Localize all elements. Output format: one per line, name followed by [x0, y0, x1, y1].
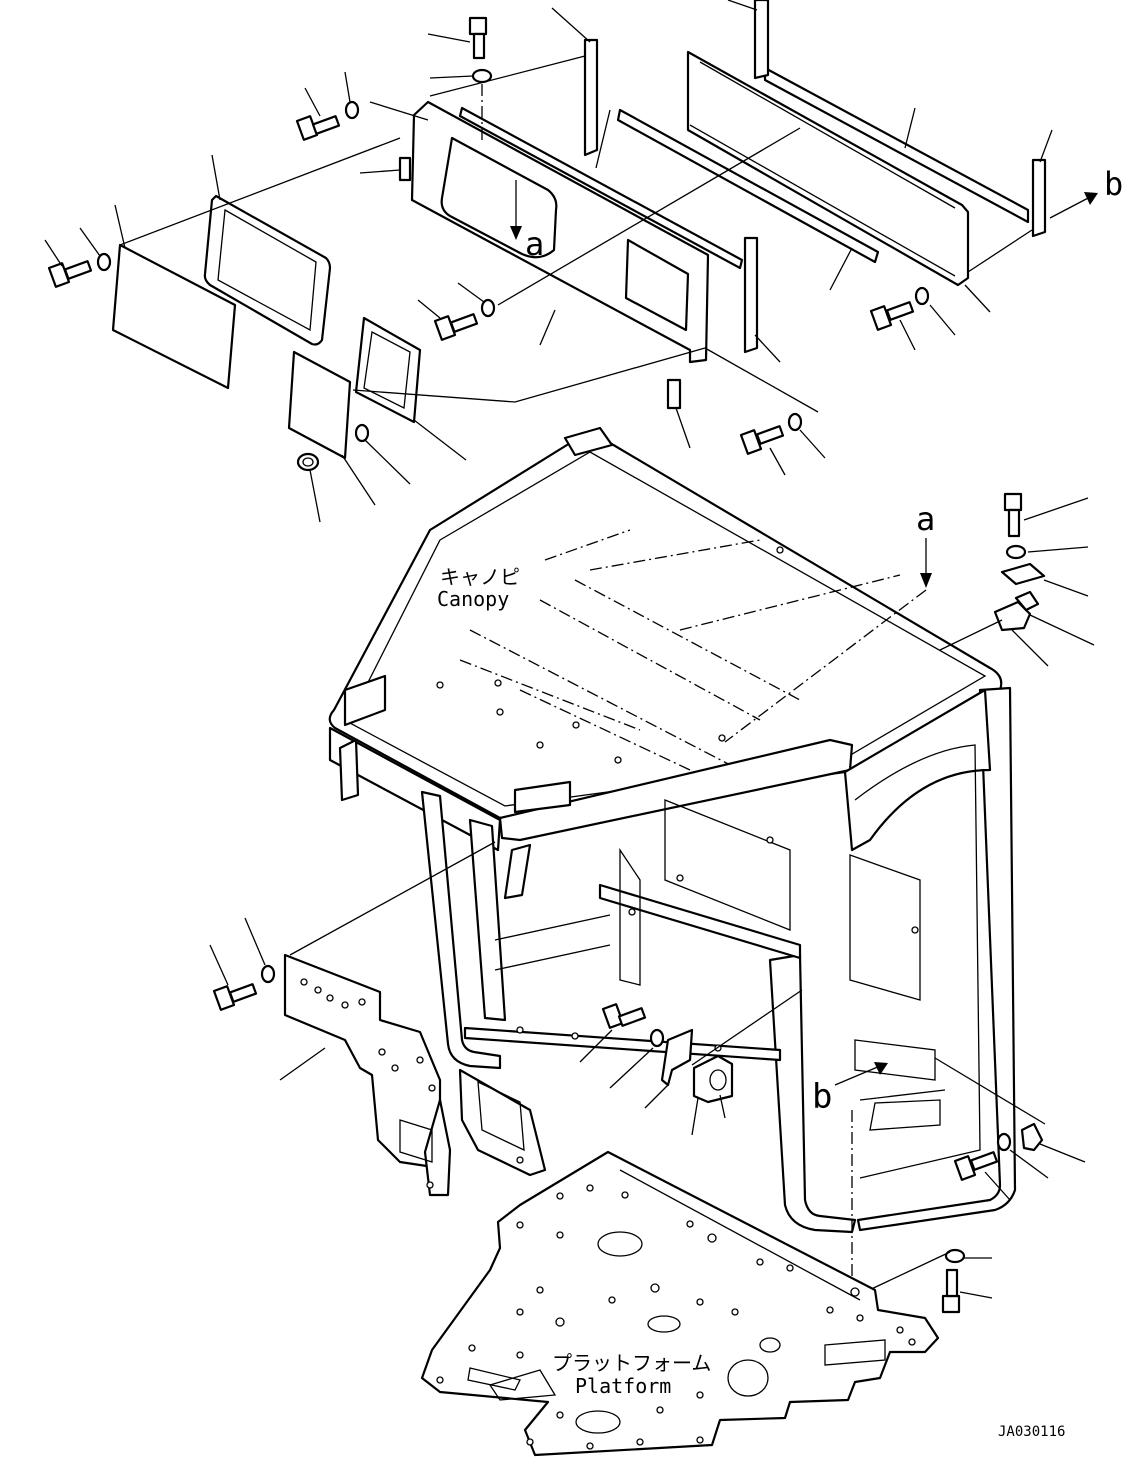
- bolt-platform: [941, 1268, 961, 1314]
- roof-hole: [718, 734, 726, 742]
- canopy-right-fasteners: [939, 492, 1095, 667]
- bolt-canopy-right: [1003, 492, 1023, 512]
- ref-label-b-right: b: [1104, 165, 1123, 203]
- clip-latch: [993, 600, 1032, 632]
- mount-side-bracket: [458, 1068, 547, 1177]
- platform-label-en: Platform: [575, 1374, 671, 1398]
- canopy-front-post-left: [768, 953, 857, 1234]
- roof-hole: [436, 681, 444, 689]
- strip-bracket-top: [753, 0, 770, 80]
- lower-cross-tube: [463, 1026, 782, 1062]
- top-corner-block: [563, 426, 614, 457]
- washer-lower-right: [996, 1132, 1012, 1152]
- large-gasket: [203, 194, 332, 346]
- canopy-front-post-right: [856, 686, 1017, 1232]
- canopy-label-en: Canopy: [437, 587, 509, 611]
- nut-left: [296, 452, 320, 472]
- washer-platform: [944, 1248, 966, 1264]
- frame-hole: [676, 874, 684, 882]
- bolt-right-top: [869, 301, 915, 331]
- washer-mid: [480, 298, 496, 318]
- bolt-clamp: [601, 1003, 647, 1029]
- leader-lines-top: [44, 0, 1053, 523]
- ref-arrow-b-right: b: [1049, 165, 1123, 219]
- center-clamp-fasteners: [579, 989, 803, 1136]
- bolt-left-2: [47, 260, 93, 288]
- long-angle-strip: [616, 108, 880, 264]
- canopy-rear-post-right: [468, 818, 507, 1022]
- washer-center-lower: [787, 412, 803, 432]
- panel-small-hatch: [624, 238, 690, 332]
- washer-left-1: [344, 100, 360, 120]
- top-fasteners: [47, 16, 930, 472]
- drawing-id: JA030116: [998, 1424, 1065, 1440]
- washer-canopy-right: [1005, 544, 1027, 560]
- clip-plate: [1000, 562, 1046, 586]
- platform-label-jp: プラットフォーム: [552, 1351, 711, 1375]
- washer-top-1: [471, 68, 493, 84]
- right-long-cover: [686, 50, 970, 287]
- large-cover-plate: [111, 243, 237, 390]
- strip-bracket-right: [1031, 158, 1047, 238]
- small-cover-plate: [287, 350, 352, 460]
- bolt-center-lower: [739, 425, 785, 455]
- washer-left-2: [96, 252, 112, 272]
- ref-arrow-a-top: a: [510, 180, 544, 263]
- washer-small-cover: [354, 423, 370, 443]
- left-lever: [338, 738, 360, 802]
- rear-cross-tube: [598, 883, 802, 960]
- frame-hole: [766, 836, 774, 844]
- front-link: [503, 843, 532, 900]
- small-gasket: [354, 316, 422, 424]
- left-mount-bracket: [209, 841, 547, 1197]
- left-bracket: [343, 674, 387, 727]
- lower-right-fasteners: [851, 1057, 1086, 1314]
- panel-window-opening: [440, 136, 558, 259]
- frame-hole: [911, 926, 919, 934]
- platform-outline: [420, 1150, 940, 1457]
- clip-lower-right: [1020, 1122, 1044, 1152]
- bolt-lower-right: [953, 1151, 999, 1181]
- bolt-mid: [433, 313, 479, 341]
- platform-opening: [597, 1231, 643, 1257]
- top-panel-strip: [458, 106, 744, 270]
- panel-clip: [666, 378, 682, 410]
- canopy-left-frame: [328, 726, 502, 852]
- canopy-side-arch: [843, 688, 992, 852]
- roof-hole: [494, 679, 502, 687]
- canopy-rear-post-left: [420, 790, 502, 1070]
- ref-label-a-top: a: [525, 225, 544, 263]
- canopy-frame: [328, 426, 1017, 1234]
- clamp-block: [692, 1054, 734, 1104]
- rear-panel-assembly: [111, 0, 1047, 460]
- frame-hole: [628, 908, 636, 916]
- bolt-top-1: [468, 16, 488, 60]
- washer-clamp: [649, 1028, 665, 1048]
- clamp-plate: [660, 1028, 694, 1087]
- strip-bracket-mid: [583, 38, 599, 157]
- roof-hole: [496, 708, 504, 716]
- panel-tab: [398, 156, 412, 182]
- bolt-left-1: [295, 115, 341, 141]
- ref-label-b-lower: b: [812, 1077, 832, 1117]
- washer-bracket: [260, 964, 276, 984]
- platform-plate: [420, 1150, 940, 1457]
- roof-hole: [776, 546, 784, 554]
- canopy-label-jp: キャノピ: [440, 565, 520, 589]
- mount-plate-lower: [423, 1098, 452, 1197]
- mount-plate: [283, 953, 442, 1170]
- bolt-bracket: [212, 983, 258, 1011]
- ref-arrow-b-lower: b: [812, 1062, 888, 1117]
- strip-bracket-lower: [743, 236, 759, 354]
- roof-hole: [572, 721, 580, 729]
- ref-label-a-canopy: a: [916, 500, 935, 538]
- front-tab: [513, 780, 572, 814]
- frame-hole: [571, 1032, 579, 1040]
- frame-hole: [516, 1026, 524, 1034]
- roof-hole: [614, 756, 622, 764]
- ref-arrow-a-canopy: a: [724, 500, 935, 743]
- roof-hole: [536, 741, 544, 749]
- washer-right-top: [914, 286, 930, 306]
